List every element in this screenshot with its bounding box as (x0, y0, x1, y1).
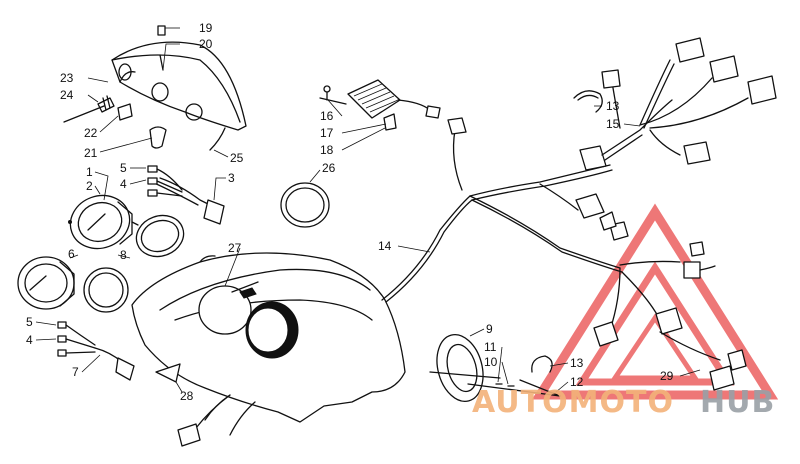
bolt (519, 379, 561, 397)
gauge-harness-lower (57, 321, 135, 381)
callout-4a: 4 (120, 177, 127, 191)
callout-12: 12 (570, 375, 584, 389)
callout-7: 7 (72, 365, 79, 379)
callout-1: 1 (86, 165, 93, 179)
callout-4b: 4 (26, 333, 33, 347)
tachometer-gauge (17, 256, 75, 310)
callout-19: 19 (199, 21, 213, 35)
gauge-ring-lower (83, 267, 129, 313)
callout-28: 28 (180, 389, 194, 403)
callout-23: 23 (60, 71, 74, 85)
callout-16: 16 (320, 109, 334, 123)
callout-24: 24 (60, 88, 74, 102)
gauge-ring-upper (135, 214, 185, 258)
dash-connector (177, 423, 201, 447)
callout-22: 22 (84, 126, 98, 140)
callout-8: 8 (120, 248, 127, 262)
callout-5b: 5 (26, 315, 33, 329)
callout-3: 3 (228, 171, 235, 185)
callout-10: 10 (484, 355, 498, 369)
callout-14: 14 (378, 239, 392, 253)
callout-17: 17 (320, 126, 334, 140)
leader-lines (35, 27, 701, 393)
speedometer-gauge (68, 194, 139, 250)
gauge-harness-upper (147, 165, 225, 225)
callout-6: 6 (68, 247, 75, 261)
callout-9: 9 (486, 322, 493, 336)
callout-labels: 19 20 23 24 22 21 25 5 4 1 2 3 26 16 17 … (26, 21, 674, 403)
callout-5a: 5 (120, 161, 127, 175)
harness-branch-upper-right (601, 37, 777, 165)
watermark-hub: HUB (700, 385, 775, 420)
dash-panel (131, 252, 406, 436)
callout-29: 29 (660, 369, 674, 383)
headlight-assembly (63, 25, 247, 151)
main-wiring-harness (381, 99, 747, 391)
callout-21: 21 (84, 146, 98, 160)
callout-20: 20 (199, 37, 213, 51)
headlight-bezel (429, 334, 561, 402)
watermark-text: AUTOMOTO HUB (472, 385, 775, 420)
clamp-lower (531, 355, 553, 373)
watermark-automoto: AUTOMOTO (472, 385, 674, 420)
callout-13a: 13 (606, 99, 620, 113)
voltage-regulator (319, 79, 441, 131)
callout-15: 15 (606, 117, 620, 131)
callout-18: 18 (320, 143, 334, 157)
callout-2: 2 (86, 179, 93, 193)
callout-13b: 13 (570, 356, 584, 370)
callout-11: 11 (484, 340, 497, 354)
watermark-triangle-logo (531, 203, 779, 400)
callout-25: 25 (230, 151, 244, 165)
seal-ring (280, 182, 330, 228)
callout-26: 26 (322, 161, 336, 175)
callout-27: 27 (228, 241, 242, 255)
clamp-upper (573, 90, 603, 113)
